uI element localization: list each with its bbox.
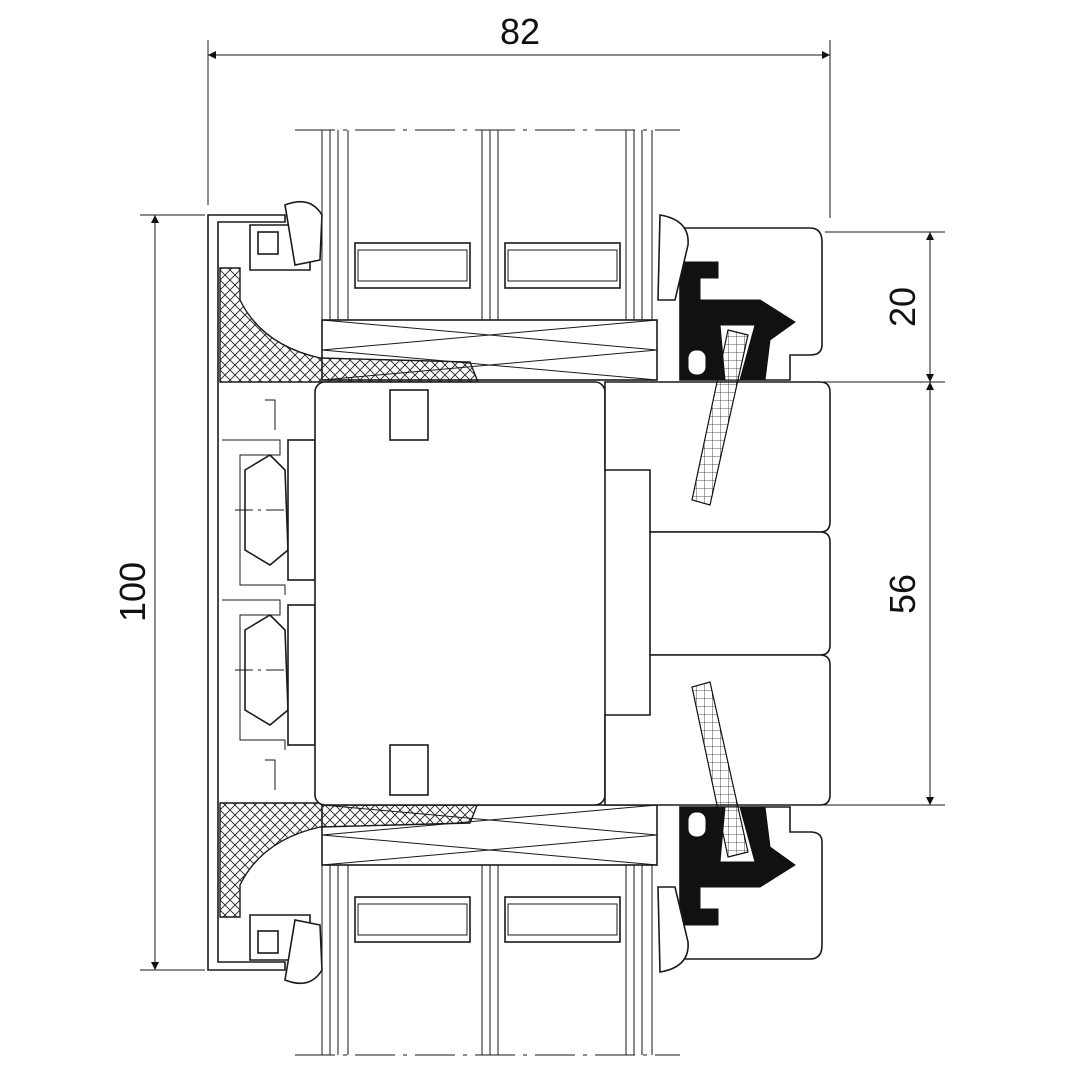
glazing-bottom [295, 804, 680, 1056]
dim-label-56: 56 [882, 574, 923, 614]
glazing-top [295, 129, 680, 381]
outer-frame-profile [207, 200, 480, 985]
dimension-overall-height: 100 [112, 214, 205, 971]
dim-label-20: 20 [882, 287, 923, 327]
glazing-bead-top [657, 214, 823, 506]
sash-profile [314, 381, 831, 806]
dimension-sash-height: 56 [780, 382, 945, 806]
dim-label-82: 82 [500, 11, 540, 52]
dimension-overall-width: 82 [207, 11, 831, 218]
glazing-bead-bottom [657, 681, 823, 973]
dimension-frame-height: 20 [780, 231, 945, 383]
dim-label-100: 100 [112, 562, 153, 622]
